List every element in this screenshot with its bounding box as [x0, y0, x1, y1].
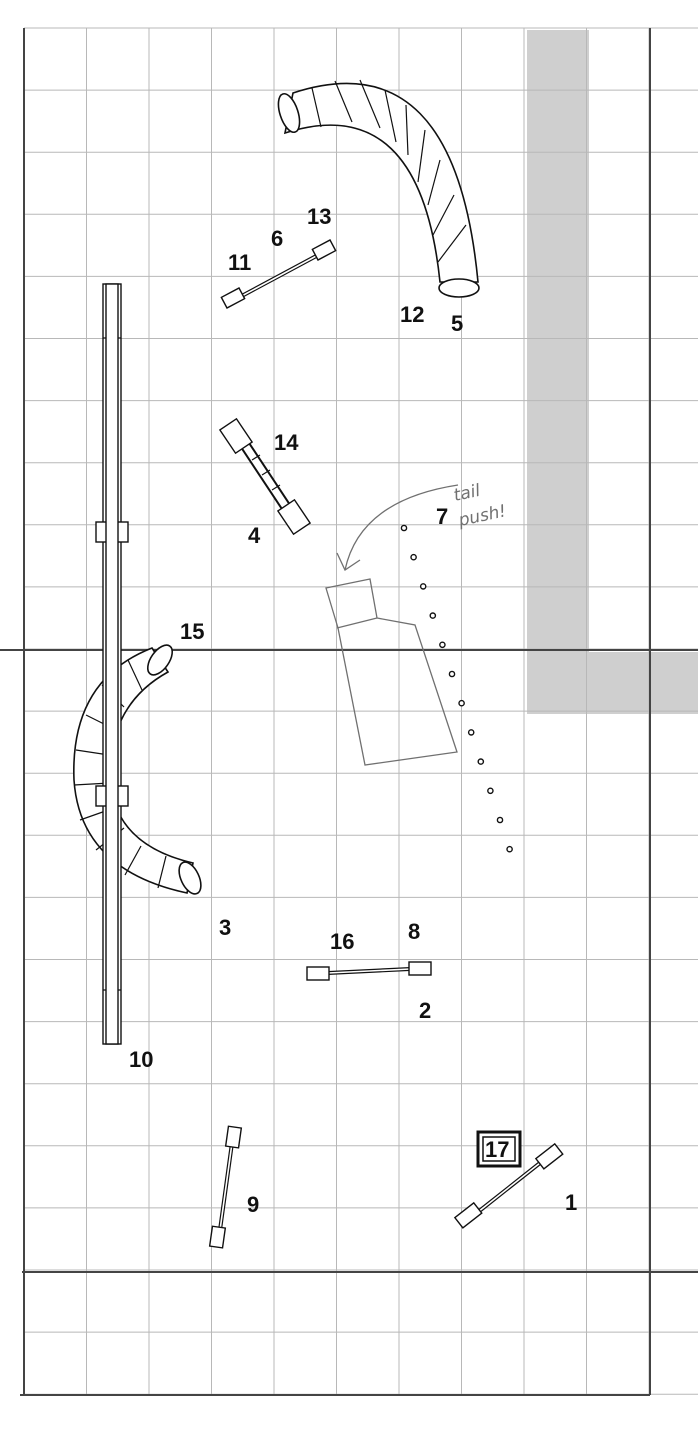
weave-pole [400, 524, 408, 532]
jump-icon [453, 1142, 564, 1229]
obstacle-number: 7 [436, 504, 448, 529]
jump-icon [208, 1125, 243, 1249]
dogwalk-icon [95, 283, 129, 1045]
weave-pole [439, 641, 446, 649]
shaded-zone [527, 652, 698, 714]
weave-pole [487, 787, 494, 795]
weave-pole [458, 699, 465, 707]
obstacle-number: 13 [307, 204, 331, 229]
obstacle-number: 4 [248, 523, 261, 548]
pencil-sketch [325, 484, 459, 766]
weave-pole [429, 612, 437, 619]
obstacle-number: 2 [419, 998, 431, 1023]
weave-pole [410, 553, 417, 561]
tire-icon [218, 417, 312, 536]
obstacle-number: 10 [129, 1047, 153, 1072]
weave-pole [467, 729, 475, 736]
start-box: 17 [476, 1130, 522, 1168]
jump-icon [220, 239, 337, 309]
obstacle-number: 3 [219, 915, 231, 940]
weave-pole [477, 758, 485, 765]
obstacle-number: 5 [451, 311, 463, 336]
jump-icon [306, 961, 432, 981]
weave-pole [448, 670, 456, 678]
weave-poles-icon [400, 524, 513, 853]
obstacle-number: 6 [271, 226, 283, 251]
tunnel-icon [277, 79, 480, 298]
obstacle-number: 1 [565, 1190, 577, 1215]
obstacle-number: 9 [247, 1192, 259, 1217]
obstacle-number: 16 [330, 929, 354, 954]
start-number: 17 [485, 1137, 509, 1162]
obstacle-number: 15 [180, 619, 204, 644]
weave-pole [506, 845, 513, 853]
obstacle-number: 8 [408, 919, 420, 944]
weave-pole [496, 816, 504, 824]
obstacle-number: 11 [228, 250, 251, 275]
ring-boundary [0, 28, 698, 1396]
shaded-zone [527, 30, 589, 652]
weave-pole [419, 583, 427, 590]
obstacle-number: 14 [274, 430, 299, 455]
obstacle-number: 12 [400, 302, 424, 327]
